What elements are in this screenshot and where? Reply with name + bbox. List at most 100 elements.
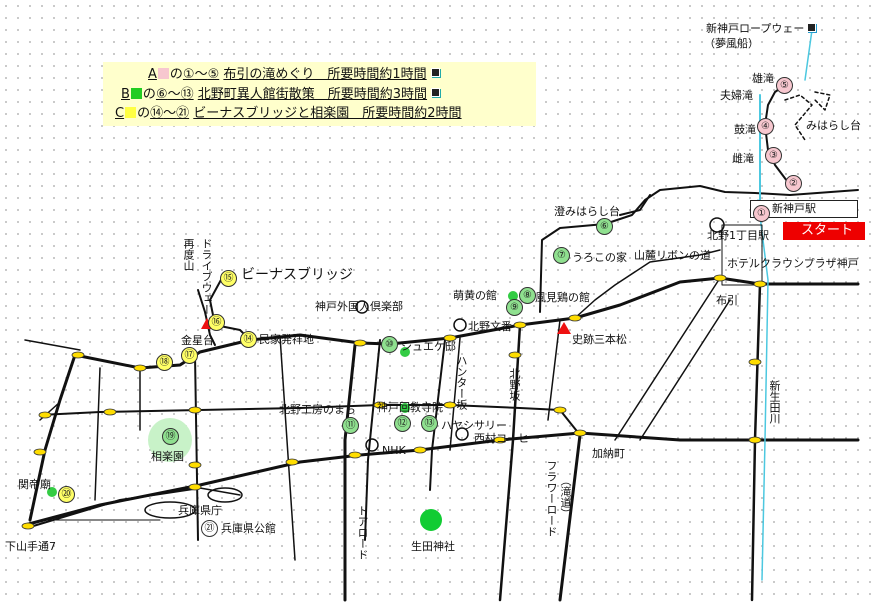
- legend-route-b-title: 北野町異人館街散策 所要時間約3時間: [197, 87, 428, 102]
- label-shiseki: 史跡三本松: [572, 333, 627, 346]
- legend-tilde: ～: [194, 67, 208, 82]
- stop-15[interactable]: ⑮: [220, 270, 237, 287]
- legend-route-c-letter: C: [115, 106, 125, 121]
- stop-7[interactable]: ⑦: [553, 247, 570, 264]
- stop-18[interactable]: ⑱: [156, 354, 173, 371]
- stop-10[interactable]: ⑩: [381, 336, 398, 353]
- stop-2[interactable]: ②: [785, 175, 802, 192]
- label-meoto: 夫婦滝: [720, 89, 753, 102]
- pond-2: [207, 487, 243, 503]
- label-kanteibyo: 関帝廟: [18, 478, 51, 491]
- label-hayashi: ハヤシサリー: [441, 419, 507, 432]
- label-tsuzumi: 鼓滝: [734, 123, 756, 136]
- pond-1: [144, 501, 196, 519]
- stop-4[interactable]: ④: [757, 118, 774, 135]
- legend-range-end: ㉑: [176, 106, 190, 121]
- label-schokel: シュエケ邸: [401, 340, 456, 353]
- stop-9[interactable]: ⑨: [506, 299, 523, 316]
- link-icon[interactable]: [431, 88, 441, 97]
- label-minka: 民家発祥地: [259, 333, 314, 346]
- road-hill-2: [619, 194, 651, 216]
- start-button[interactable]: スタート: [783, 222, 865, 240]
- road-kitano-1: [364, 339, 381, 541]
- road-lower: [29, 487, 201, 528]
- sanbonmatsu-peak: [557, 322, 571, 334]
- shinikuta-river: [757, 199, 769, 581]
- legend-range-end: ⑬: [180, 87, 194, 102]
- legend-route-b-swatch: [130, 88, 142, 99]
- stop-20[interactable]: ⑳: [58, 486, 75, 503]
- legend-route-c-title: ビーナスブリッジと相楽園 所要時間約2時間: [193, 106, 462, 121]
- hotel-box: [721, 224, 763, 286]
- label-sumi-miharashi: 澄みはらし台: [554, 205, 620, 218]
- miharashi-trail: [784, 91, 831, 141]
- link-icon[interactable]: [430, 68, 440, 77]
- stop-6[interactable]: ⑥: [596, 218, 613, 235]
- label-kenkokan: 兵庫県公館: [221, 522, 276, 535]
- stop-5[interactable]: ⑤: [776, 77, 793, 94]
- stop-17[interactable]: ⑰: [181, 347, 198, 364]
- stop-11[interactable]: ⑪: [342, 417, 359, 434]
- kazamidori-dot: [508, 291, 518, 301]
- stop-21[interactable]: ㉑: [201, 520, 218, 537]
- stop-3[interactable]: ③: [765, 147, 782, 164]
- legend-route-b-letter: B: [121, 87, 130, 102]
- camera-icon[interactable]: [807, 23, 817, 32]
- road-diag-1: [614, 277, 721, 441]
- label-drive: ドライブウェー: [200, 238, 213, 315]
- label-shinkobe: 新神戸駅: [772, 202, 816, 215]
- kitano-circle: [355, 300, 369, 314]
- stop-13[interactable]: ⑬: [421, 415, 438, 432]
- stop-12[interactable]: ⑫: [394, 415, 411, 432]
- label-futatabi: 再度山: [182, 238, 195, 271]
- road-diag-2: [639, 299, 731, 441]
- mosque-dot: [400, 403, 410, 413]
- label-kano: 加納町: [592, 447, 625, 460]
- legend-route-c-swatch: [125, 107, 137, 118]
- label-venus: ビーナスブリッジ: [241, 267, 353, 283]
- label-ropeway-text: 新神戸ロープウェー: [706, 22, 805, 35]
- label-nunobiki: 布引: [716, 294, 738, 307]
- label-flower: フラワーロード: [545, 460, 558, 537]
- nhk-circle: [365, 438, 379, 452]
- signals: [21, 274, 767, 530]
- label-ondaki: 雄滝: [752, 72, 774, 85]
- stop-16[interactable]: ⑯: [208, 314, 225, 331]
- road-side-c: [199, 487, 241, 496]
- legend-joiner: の: [137, 106, 151, 121]
- road-side-e: [574, 249, 721, 319]
- ropeway-line-2: [804, 29, 813, 81]
- label-flower-sub: （滝道）: [559, 475, 572, 519]
- label-kencho: 兵庫県庁: [178, 504, 222, 517]
- legend-range-end: ⑤: [207, 67, 220, 82]
- legend-route-a-letter: A: [148, 67, 157, 82]
- label-kazamidori: 風見鶏の館: [535, 291, 590, 304]
- road-flower: [558, 433, 582, 602]
- road-tor: [343, 343, 357, 602]
- label-shimoyamate: 下山手通7: [5, 540, 56, 553]
- legend-range-start: ⑭: [150, 106, 164, 121]
- road-side-a: [24, 339, 81, 351]
- label-ropeway: 新神戸ロープウェー: [706, 22, 817, 35]
- legend-range-start: ⑥: [155, 87, 168, 102]
- hunter-circle: [453, 318, 467, 332]
- road-west-3: [194, 354, 199, 541]
- label-hunter: ハンター坂: [455, 355, 468, 410]
- label-sorakuen: 相楽園: [151, 450, 184, 463]
- label-shinikuta: 新生田川: [768, 380, 781, 424]
- stop-8[interactable]: ⑧: [519, 287, 536, 304]
- legend-tilde: ～: [163, 106, 177, 121]
- stop-19[interactable]: ⑲: [162, 428, 179, 445]
- road-hunter: [449, 337, 461, 451]
- label-kobo: 北野工房のまち: [279, 403, 356, 416]
- label-ikuta: 生田神社: [411, 540, 455, 553]
- stop-14[interactable]: ⑭: [240, 331, 257, 348]
- stop-1[interactable]: ①: [753, 205, 770, 222]
- legend-joiner: の: [169, 67, 183, 82]
- legend-joiner: の: [142, 87, 156, 102]
- label-nishimura: 西村コーヒー: [474, 432, 540, 445]
